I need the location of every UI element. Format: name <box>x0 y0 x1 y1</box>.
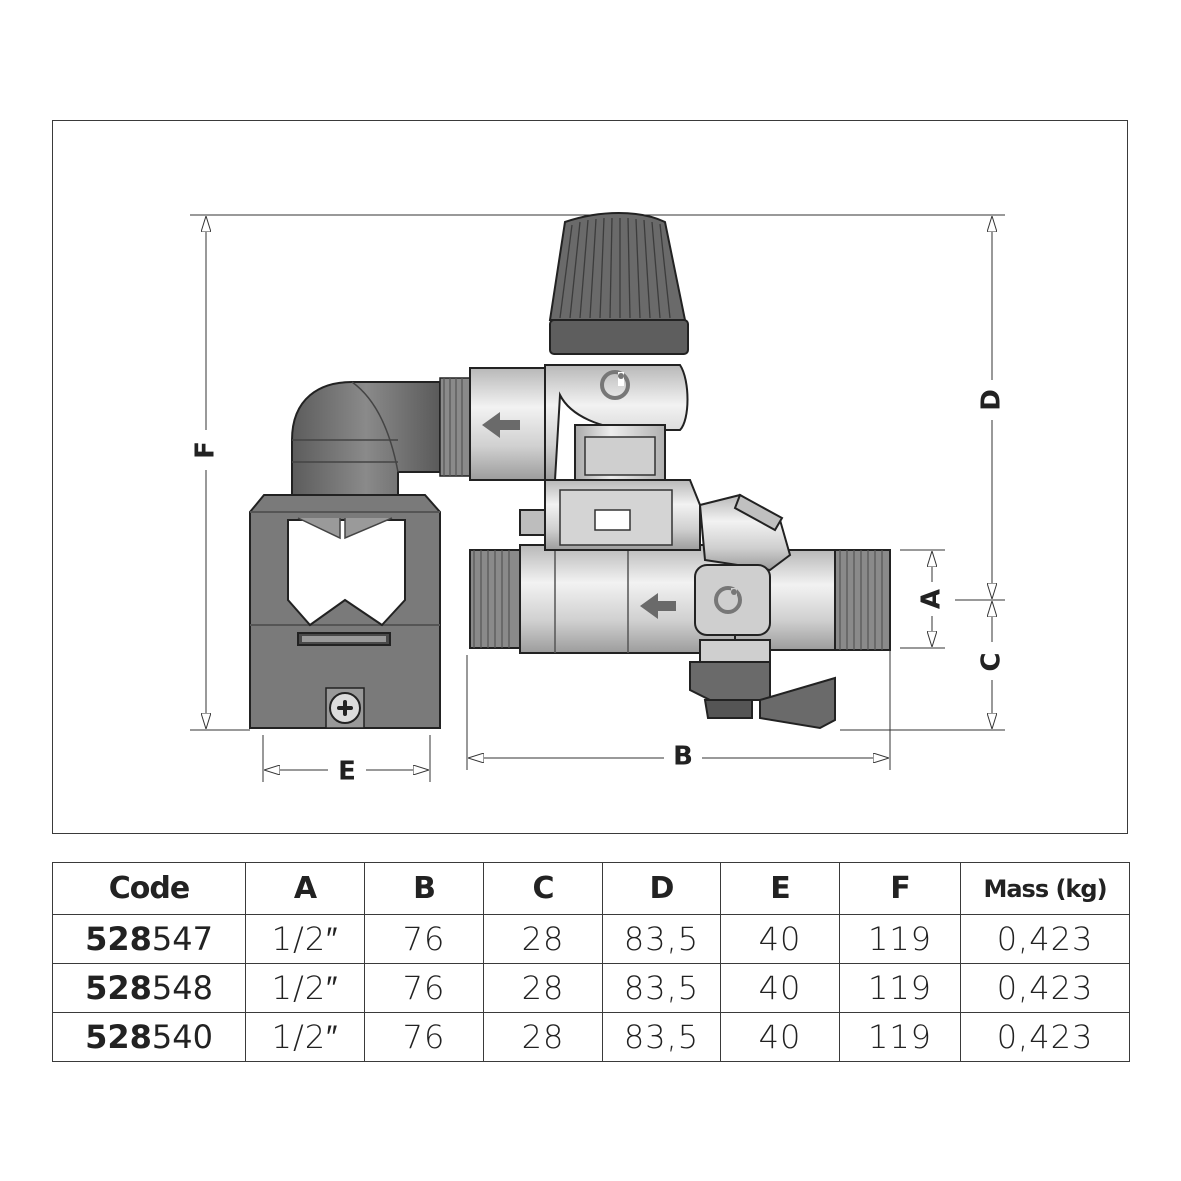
safety-valve-cap <box>548 212 689 355</box>
drain-handle <box>689 639 836 730</box>
ball-valve-body <box>469 544 891 654</box>
cell-mass: 0,423 <box>960 914 1130 964</box>
table-header-row: Code A B C D E F Mass (kg) <box>52 862 1130 915</box>
cell-c: 28 <box>483 963 603 1013</box>
dim-label-c: C <box>977 652 1007 671</box>
cell-a: 1/2″ <box>245 963 365 1013</box>
column-header-d: D <box>602 862 721 915</box>
cell-e: 40 <box>720 963 840 1013</box>
column-header-c: C <box>483 862 603 915</box>
flow-arrow-lower-icon <box>640 593 676 619</box>
code-suffix: 547 <box>151 920 213 958</box>
cell-e: 40 <box>720 1012 840 1062</box>
column-header-mass: Mass (kg) <box>960 862 1130 915</box>
logo-icon-lower <box>714 586 742 614</box>
cell-mass: 0,423 <box>960 1012 1130 1062</box>
table-row: 528547 1/2″ 76 28 83,5 40 119 0,423 <box>52 914 1130 964</box>
dim-label-d: D <box>977 389 1007 411</box>
specification-table: Code A B C D E F Mass (kg) 528547 1/2″ 7… <box>52 862 1130 1062</box>
cell-f: 119 <box>839 1012 961 1062</box>
table-row: 528540 1/2″ 76 28 83,5 40 119 0,423 <box>52 1012 1130 1062</box>
elbow-thread <box>439 377 471 477</box>
column-header-f: F <box>839 862 961 915</box>
cell-code: 528540 <box>52 1012 246 1062</box>
column-header-a: A <box>245 862 365 915</box>
elbow-pipe <box>291 381 441 496</box>
column-header-e: E <box>720 862 840 915</box>
code-prefix: 528 <box>85 920 152 958</box>
cell-code: 528547 <box>52 914 246 964</box>
table-row: 528548 1/2″ 76 28 83,5 40 119 0,423 <box>52 963 1130 1013</box>
cell-f: 119 <box>839 914 961 964</box>
cell-d: 83,5 <box>602 963 721 1013</box>
cell-d: 83,5 <box>602 1012 721 1062</box>
cell-c: 28 <box>483 1012 603 1062</box>
code-suffix: 548 <box>151 969 213 1007</box>
cell-code: 528548 <box>52 963 246 1013</box>
flow-arrow-upper-icon <box>482 412 520 438</box>
dim-label-f: F <box>191 441 221 459</box>
cell-f: 119 <box>839 963 961 1013</box>
valve-technical-drawing: F D C A E B <box>190 212 1007 787</box>
cell-b: 76 <box>364 963 484 1013</box>
column-header-b: B <box>364 862 484 915</box>
dim-label-b: B <box>673 742 693 772</box>
dim-label-a: A <box>917 589 947 609</box>
column-header-code: Code <box>52 862 246 915</box>
cell-c: 28 <box>483 914 603 964</box>
code-prefix: 528 <box>85 969 152 1007</box>
cell-a: 1/2″ <box>245 1012 365 1062</box>
cell-b: 76 <box>364 1012 484 1062</box>
connector-block <box>519 479 701 551</box>
cell-a: 1/2″ <box>245 914 365 964</box>
dim-label-e: E <box>338 757 356 787</box>
cell-e: 40 <box>720 914 840 964</box>
logo-icon-upper <box>600 370 630 400</box>
cell-mass: 0,423 <box>960 963 1130 1013</box>
wall-bracket <box>249 494 441 729</box>
cell-d: 83,5 <box>602 914 721 964</box>
screw-icon <box>325 687 365 729</box>
code-suffix: 540 <box>151 1018 213 1056</box>
side-fitting <box>698 493 792 572</box>
code-prefix: 528 <box>85 1018 152 1056</box>
cell-b: 76 <box>364 914 484 964</box>
